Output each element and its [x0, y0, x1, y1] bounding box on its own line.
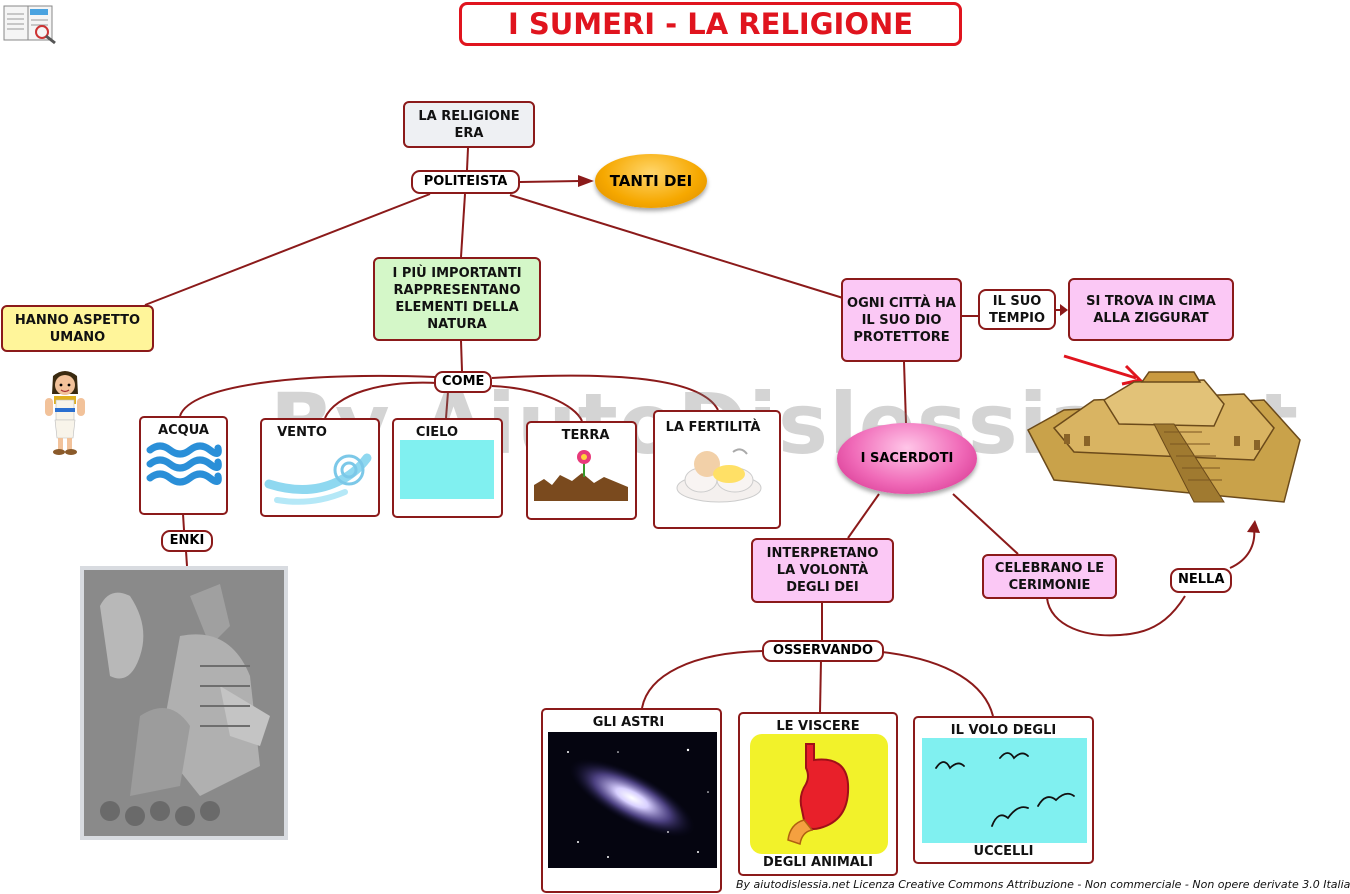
- node-interpretano-label: INTERPRETANO LA VOLONTÀ DEGLI DEI: [766, 546, 879, 595]
- card-cielo-label: CIELO: [415, 425, 459, 440]
- node-come: COME: [434, 371, 492, 393]
- node-ziggurat: SI TROVA IN CIMA ALLA ZIGGURAT: [1068, 278, 1234, 341]
- red-arrow-icon: [1063, 354, 1143, 386]
- node-sacerdoti-label: I SACERDOTI: [860, 451, 954, 466]
- node-il-suo-tempio: IL SUO TEMPIO: [978, 289, 1056, 330]
- node-piu-importanti: I PIÙ IMPORTANTI RAPPRESENTANO ELEMENTI …: [373, 257, 541, 341]
- node-enki: ENKI: [161, 530, 213, 552]
- card-degli-animali-label: DEGLI ANIMALI: [763, 855, 873, 870]
- stomach-icon: [787, 743, 850, 845]
- node-religione-era-label: LA RELIGIONE ERA: [418, 108, 520, 141]
- node-osservando: OSSERVANDO: [762, 640, 884, 662]
- node-aspetto-umano-label: HANNO ASPETTO UMANO: [14, 312, 141, 345]
- card-il-volo: IL VOLO DEGLI UCCELLI: [913, 716, 1094, 864]
- galaxy-image: [548, 732, 717, 868]
- card-fertilita: LA FERTILITÀ: [653, 410, 781, 529]
- node-come-label: COME: [442, 374, 485, 389]
- node-sacerdoti: I SACERDOTI: [837, 423, 977, 494]
- license-footer: By aiutodislessia.net Licenza Creative C…: [736, 878, 1350, 891]
- card-terra: TERRA: [526, 421, 637, 520]
- card-uccelli-label: UCCELLI: [973, 844, 1034, 859]
- node-celebrano-label: CELEBRANO LE CERIMONIE: [994, 560, 1105, 593]
- baby-cloud-icon: [676, 448, 762, 503]
- card-acqua: ACQUA: [139, 416, 228, 515]
- node-nella: NELLA: [1170, 568, 1232, 593]
- book-logo-icon: [3, 5, 56, 45]
- card-acqua-label: ACQUA: [158, 423, 209, 438]
- card-terra-label: TERRA: [561, 428, 610, 443]
- sky-background: [922, 738, 1087, 843]
- node-tanti-dei: TANTI DEI: [595, 154, 707, 208]
- node-enki-label: ENKI: [169, 533, 205, 548]
- card-le-viscere: LE VISCERE DEGLI ANIMALI: [738, 712, 898, 876]
- node-nella-label: NELLA: [1178, 572, 1225, 587]
- node-aspetto-umano: HANNO ASPETTO UMANO: [1, 305, 154, 352]
- card-vento-label: VENTO: [277, 425, 327, 440]
- node-tanti-dei-label: TANTI DEI: [609, 172, 693, 190]
- node-osservando-label: OSSERVANDO: [772, 643, 874, 658]
- node-interpretano: INTERPRETANO LA VOLONTÀ DEGLI DEI: [751, 538, 894, 603]
- node-celebrano: CELEBRANO LE CERIMONIE: [982, 554, 1117, 599]
- sumerian-figure-icon: [45, 371, 85, 455]
- card-le-viscere-label: LE VISCERE: [776, 719, 860, 734]
- water-waves-icon: [146, 442, 222, 486]
- node-ogni-citta-label: OGNI CITTÀ HA IL SUO DIO PROTETTORE: [847, 295, 956, 345]
- earth-flower-icon: [534, 450, 628, 501]
- node-politeista: POLITEISTA: [411, 170, 520, 194]
- card-fertilita-label: LA FERTILITÀ: [665, 420, 761, 435]
- node-ogni-citta: OGNI CITTÀ HA IL SUO DIO PROTETTORE: [841, 278, 962, 362]
- node-ziggurat-label: SI TROVA IN CIMA ALLA ZIGGURAT: [1086, 293, 1216, 326]
- card-il-volo-label: IL VOLO DEGLI: [950, 723, 1057, 738]
- card-gli-astri-label: GLI ASTRI: [592, 715, 665, 730]
- node-politeista-label: POLITEISTA: [423, 174, 508, 189]
- card-gli-astri: GLI ASTRI: [541, 708, 722, 893]
- node-il-suo-tempio-label: IL SUO TEMPIO: [988, 293, 1046, 326]
- node-religione-era: LA RELIGIONE ERA: [403, 101, 535, 148]
- node-piu-importanti-label: I PIÙ IMPORTANTI RAPPRESENTANO ELEMENTI …: [392, 266, 522, 332]
- enki-relief-image: [80, 566, 288, 840]
- birds-icon: [935, 752, 1075, 827]
- wind-icon: [264, 453, 372, 505]
- card-vento: VENTO: [260, 418, 380, 517]
- ziggurat-image: [1026, 371, 1301, 503]
- card-cielo: CIELO: [392, 418, 503, 518]
- page-title: I SUMERI - LA RELIGIONE: [459, 2, 962, 46]
- sky-swatch: [400, 440, 494, 499]
